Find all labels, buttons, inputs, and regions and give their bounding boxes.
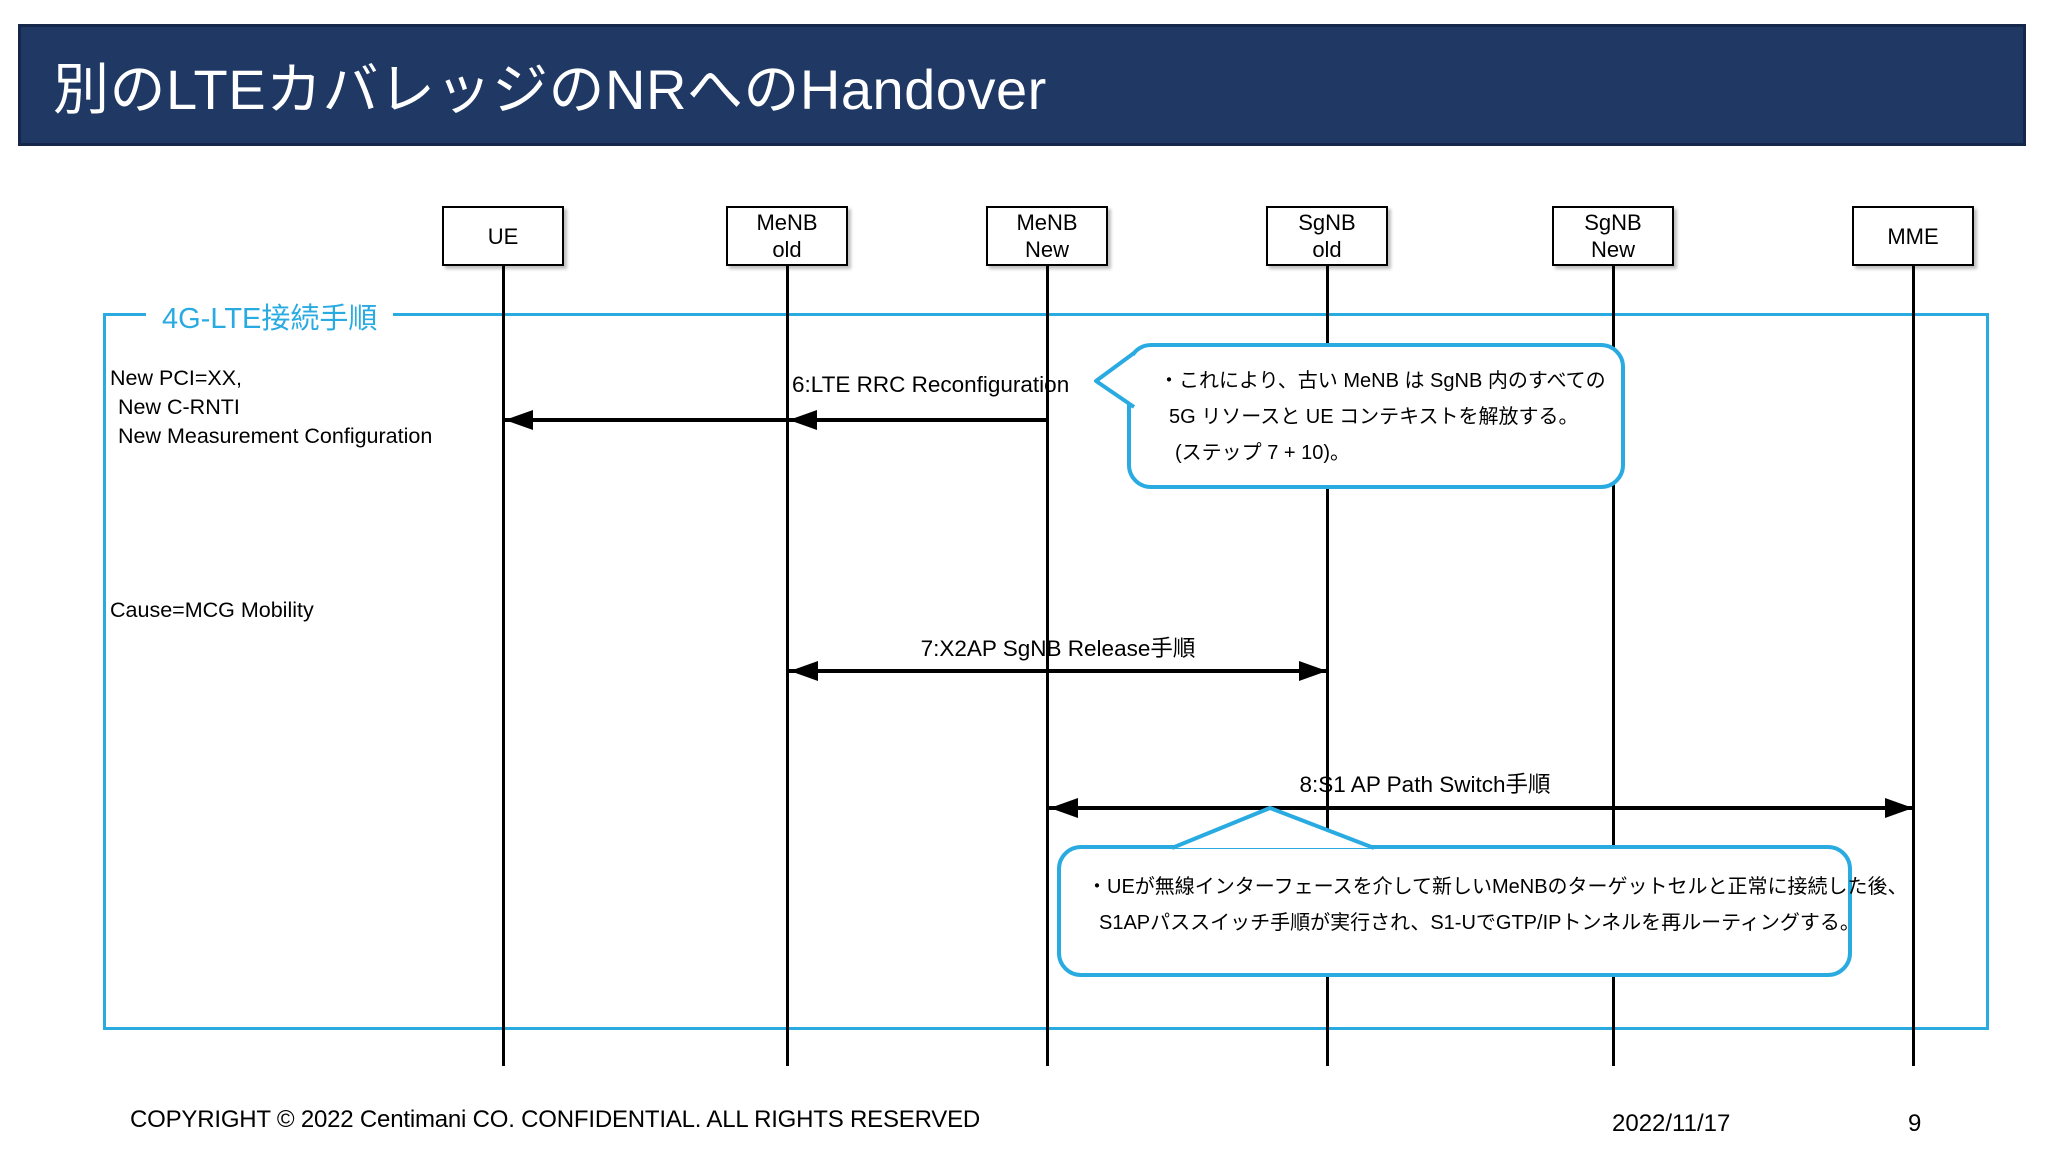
lifeline-menb-new: [1046, 266, 1049, 1066]
annotation-line: New C-RNTI: [118, 395, 240, 419]
actor-label: SgNB: [1584, 210, 1642, 235]
procedure-frame-label: 4G-LTE接続手順: [146, 295, 394, 337]
title-bar: 別のLTEカバレッジのNRへのHandover: [18, 24, 2026, 146]
annotation-cause: Cause=MCG Mobility: [110, 598, 314, 622]
message-6-label: 6:LTE RRC Reconfiguration: [792, 372, 1070, 397]
actor-box-sgnb-new: SgNB New: [1552, 206, 1674, 266]
lifeline-sgnb-old: [1326, 266, 1329, 1066]
actor-label: New: [1590, 237, 1635, 262]
arrowhead-right-icon: [1299, 661, 1327, 681]
callout-pointer-icon: [1171, 806, 1375, 850]
callout-line: ・UEが無線インターフェースを介して新しいMeNBのターゲットセルと正常に接続し…: [1087, 876, 1908, 898]
callout-release-note: ・これにより、古い MeNB は SgNB 内のすべての 5G リソースと UE…: [1127, 343, 1625, 489]
annotation-new-config: New PCI=XX, New C-RNTI New Measurement C…: [110, 364, 432, 451]
message-7-line: [789, 669, 1327, 673]
footer-page-number: 9: [1908, 1110, 1922, 1137]
lifeline-sgnb-new: [1612, 266, 1615, 1066]
arrowhead-left-icon: [790, 661, 818, 681]
arrowhead-left-icon: [1050, 798, 1078, 818]
footer-date: 2022/11/17: [1612, 1110, 1731, 1137]
message-8-line: [1049, 806, 1913, 810]
actor-box-sgnb-old: SgNB old: [1266, 206, 1388, 266]
message-6-line: [505, 418, 1047, 422]
actor-box-mme: MME: [1852, 206, 1974, 266]
arrowhead-left-icon: [505, 410, 533, 430]
lifeline-menb-old: [786, 266, 789, 1066]
lifeline-mme: [1912, 266, 1915, 1066]
callout-line: ・これにより、古い MeNB は SgNB 内のすべての: [1159, 370, 1606, 392]
actor-label: MeNB: [1016, 210, 1078, 235]
slide-title: 別のLTEカバレッジのNRへのHandover: [53, 57, 1047, 121]
message-8-label: 8:S1 AP Path Switch手順: [1299, 772, 1551, 797]
actor-label: UE: [487, 223, 519, 249]
callout-line: (ステップ 7 + 10)。: [1175, 442, 1351, 464]
callout-line: S1APパススイッチ手順が実行され、S1-UでGTP/IPトンネルを再ルーティン…: [1099, 912, 1860, 934]
annotation-line: New Measurement Configuration: [118, 424, 433, 448]
footer-copyright: COPYRIGHT © 2022 Centimani CO. CONFIDENT…: [130, 1106, 981, 1133]
actor-label: SgNB: [1298, 210, 1356, 235]
actor-box-menb-new: MeNB New: [986, 206, 1108, 266]
actor-box-ue: UE: [442, 206, 564, 266]
lifeline-ue: [502, 266, 505, 1066]
actor-label: MME: [1887, 223, 1939, 249]
actor-label: old: [1312, 237, 1342, 262]
callout-pointer-icon: [1094, 351, 1136, 409]
actor-label: MeNB: [756, 210, 818, 235]
actor-label: old: [772, 237, 802, 262]
callout-path-switch-note: ・UEが無線インターフェースを介して新しいMeNBのターゲットセルと正常に接続し…: [1057, 845, 1908, 977]
callout-line: 5G リソースと UE コンテキストを解放する。: [1169, 406, 1579, 428]
annotation-line: New PCI=XX,: [110, 366, 243, 390]
message-7-label: 7:X2AP SgNB Release手順: [920, 636, 1196, 661]
actor-box-menb-old: MeNB old: [726, 206, 848, 266]
actor-label: New: [1024, 237, 1069, 262]
arrowhead-right-icon: [1885, 798, 1913, 818]
arrowhead-left-icon: [789, 410, 817, 430]
